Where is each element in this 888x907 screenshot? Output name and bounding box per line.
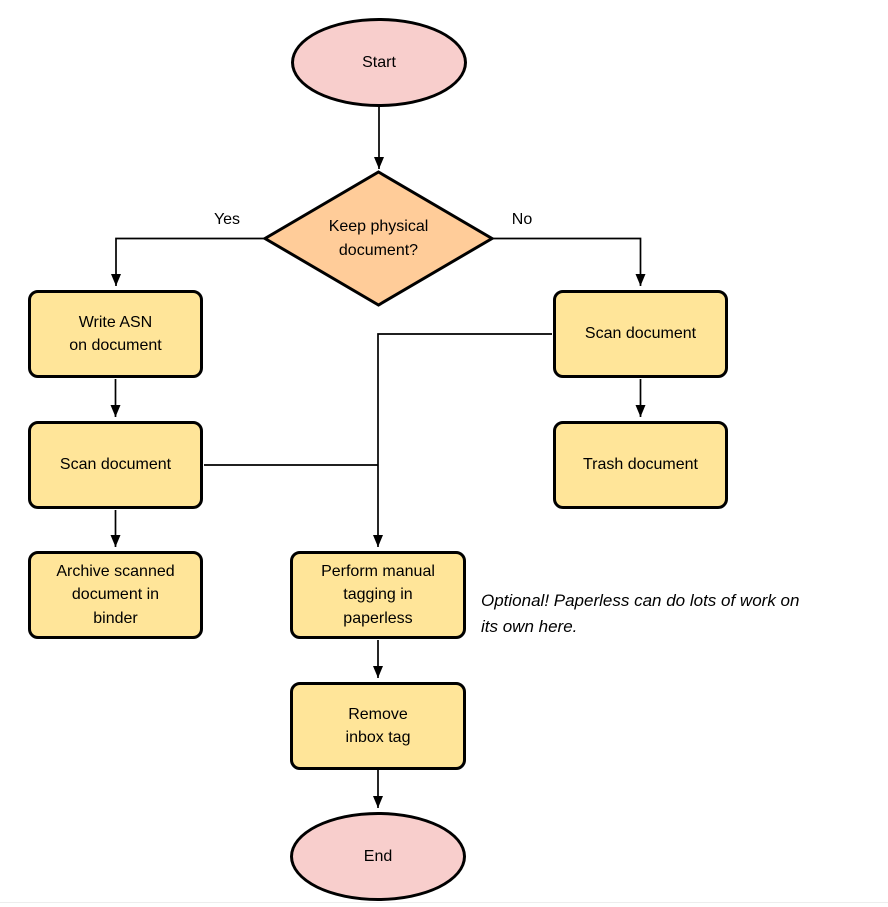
node-start-label: Start xyxy=(362,53,396,71)
optional-note: Optional! Paperless can do lots of work … xyxy=(481,591,800,637)
node-end: End xyxy=(290,812,466,901)
node-remove-inbox-tag-label: Remove inbox tag xyxy=(345,705,411,746)
node-end-label: End xyxy=(363,847,393,865)
edge-decision-no-to-scan-right xyxy=(492,237,646,286)
node-start: Start xyxy=(291,18,467,107)
node-trash-document: Trash document xyxy=(553,421,728,509)
bottom-divider xyxy=(0,902,888,903)
edge-decision-yes-to-write-asn xyxy=(111,237,265,286)
node-manual-tagging: Perform manual tagging in paperless xyxy=(290,551,466,639)
edge-label-no: No xyxy=(511,211,533,228)
edge-label-yes: Yes xyxy=(213,211,241,228)
node-remove-inbox-tag: Remove inbox tag xyxy=(290,682,466,770)
node-scan-document-left-label: Scan document xyxy=(59,456,172,474)
edge-scan-right-to-tagging xyxy=(373,333,552,547)
node-decision-label: Keep physical document? xyxy=(328,218,429,259)
node-write-asn: Write ASN on document xyxy=(28,290,203,378)
node-scan-document-left: Scan document xyxy=(28,421,203,509)
decision-diamond xyxy=(262,170,495,307)
node-scan-document-right: Scan document xyxy=(553,290,728,378)
node-archive-binder-label: Archive scanned document in binder xyxy=(56,563,175,627)
node-trash-document-label: Trash document xyxy=(582,456,698,474)
node-manual-tagging-label: Perform manual tagging in paperless xyxy=(321,563,435,627)
node-write-asn-label: Write ASN on document xyxy=(69,313,162,354)
node-archive-binder: Archive scanned document in binder xyxy=(28,551,203,639)
node-scan-document-right-label: Scan document xyxy=(584,325,697,343)
